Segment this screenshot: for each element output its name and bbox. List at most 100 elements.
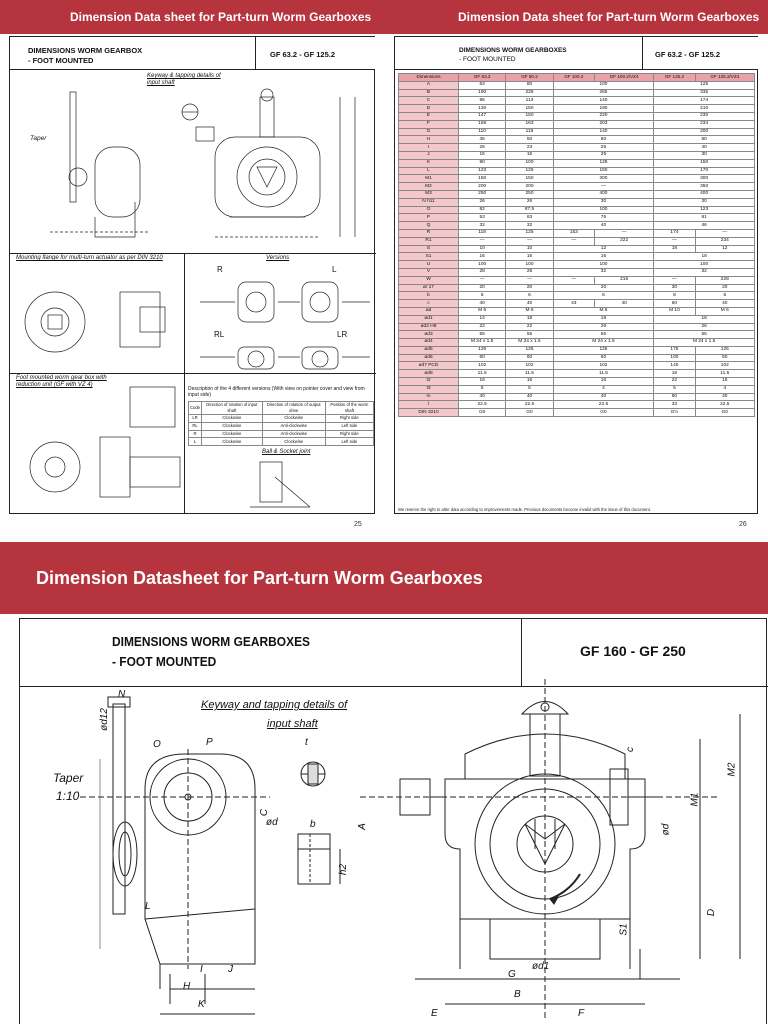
table-row-key: D xyxy=(398,104,459,113)
table-cell: 43 xyxy=(552,299,595,308)
label-f: F xyxy=(578,1008,585,1019)
table-cell: — xyxy=(653,236,696,246)
label-small-c: c xyxy=(625,747,636,752)
label-j: J xyxy=(228,964,233,975)
table-row: Code Direction of rotation of input shaf… xyxy=(187,401,375,415)
foot-mounted-caption: Foot mounted worm gear box with reductio… xyxy=(16,375,107,388)
table-cell: 87.5 xyxy=(505,205,554,215)
table-cell: 46 xyxy=(653,221,755,230)
table-cell: 125 xyxy=(505,345,554,355)
table-header-cell: Direction of rotation of output drive xyxy=(261,401,326,415)
right-banner-title: Dimension Data sheet for Part-turn Worm … xyxy=(458,10,760,24)
table-cell: 50 xyxy=(505,135,554,145)
table-cell: 18 xyxy=(552,314,655,324)
label-d1: ød1 xyxy=(532,961,550,972)
table-cell: 102 xyxy=(552,361,655,371)
table-row-key: l xyxy=(398,400,459,410)
divider xyxy=(184,253,185,373)
divider xyxy=(10,253,376,254)
table-cell: 23 xyxy=(505,143,554,152)
table-cell: 20 xyxy=(552,283,655,293)
table-cell: 5 xyxy=(505,384,554,394)
table-cell: 4 xyxy=(552,384,655,394)
table-row-key: ød4 xyxy=(398,338,459,347)
table-cell: 25 xyxy=(552,143,655,152)
table-cell: — xyxy=(505,236,554,246)
table-row-key: ød1 xyxy=(398,314,459,324)
table-row-key: ød5 xyxy=(398,345,459,355)
table-cell: 234 xyxy=(694,236,756,246)
left-page-number: 25 xyxy=(354,521,362,528)
flange-caption: Mounting flange for multi-turn actuator … xyxy=(16,255,163,261)
table-cell: L xyxy=(187,437,203,447)
table-cell: 140 xyxy=(653,361,696,371)
table-cell: 125 xyxy=(552,345,655,355)
table-cell: 11.5 xyxy=(694,369,756,379)
label-m1: M1 xyxy=(689,792,701,807)
table-row-key: M1 xyxy=(398,174,459,184)
label-e: E xyxy=(431,1008,438,1019)
table-cell: 118 xyxy=(457,228,507,238)
table-cell: 20 xyxy=(457,283,507,293)
table-cell: 40 xyxy=(457,392,507,402)
table-cell: M 6 xyxy=(694,306,756,316)
table-header-cell: GF 100.2/VZ4 xyxy=(593,73,655,82)
table-cell: 30 xyxy=(653,150,755,160)
table-cell: 40 xyxy=(552,392,655,402)
table-row-key: ød8 xyxy=(398,369,459,379)
table-cell: 150 xyxy=(552,166,655,176)
top-banner: Dimension Data sheet for Part-turn Worm … xyxy=(0,0,768,34)
table-cell: 22 xyxy=(653,377,696,386)
table-header-cell: GF 63.2 xyxy=(457,73,507,82)
lower-model-range: GF 160 - GF 250 xyxy=(580,643,686,659)
label-big-b: B xyxy=(514,989,521,1000)
table-cell: 55 xyxy=(457,330,507,340)
table-cell: 32 xyxy=(505,221,554,230)
table-cell: 140 xyxy=(552,127,655,137)
label-o: O xyxy=(153,739,161,750)
table-header-cell: GF 125.2 xyxy=(653,73,696,82)
right-page: DIMENSIONS WORM GEARBOXES - FOOT MOUNTED… xyxy=(394,36,758,528)
table-cell: 110 xyxy=(457,127,507,137)
table-cell: 159 xyxy=(457,119,507,129)
version-label-r: R xyxy=(217,265,223,274)
table-cell: 216 xyxy=(593,275,655,285)
table-cell: 32 xyxy=(653,267,755,277)
table-cell: 6 xyxy=(694,291,756,301)
table-cell: 250 xyxy=(505,189,554,199)
version-label-lr: LR xyxy=(337,330,348,339)
table-cell: 225 xyxy=(505,88,554,98)
table-cell: 28 xyxy=(457,267,507,277)
table-cell: 100 xyxy=(653,260,755,269)
lower-header-model-box: GF 160 - GF 250 xyxy=(522,619,768,687)
label-i: I xyxy=(200,964,203,975)
table-cell: 190 xyxy=(457,88,507,98)
label-g: G xyxy=(508,969,516,980)
table-cell: 16 xyxy=(457,377,507,386)
table-cell: 118 xyxy=(505,127,554,137)
table-cell: 16 xyxy=(552,252,655,262)
table-cell: 234 xyxy=(653,119,755,129)
table-row-key: m xyxy=(398,392,459,402)
right-header-title-box: DIMENSIONS WORM GEARBOXES - FOOT MOUNTED xyxy=(395,37,643,70)
table-cell: G½ xyxy=(653,408,696,418)
table-cell: 100 xyxy=(457,260,507,269)
table-cell: 150 xyxy=(457,174,507,184)
table-cell: 6 xyxy=(457,291,507,301)
versions-description: Description of the 4 different versions … xyxy=(188,386,365,398)
table-row-key: I xyxy=(398,143,459,152)
